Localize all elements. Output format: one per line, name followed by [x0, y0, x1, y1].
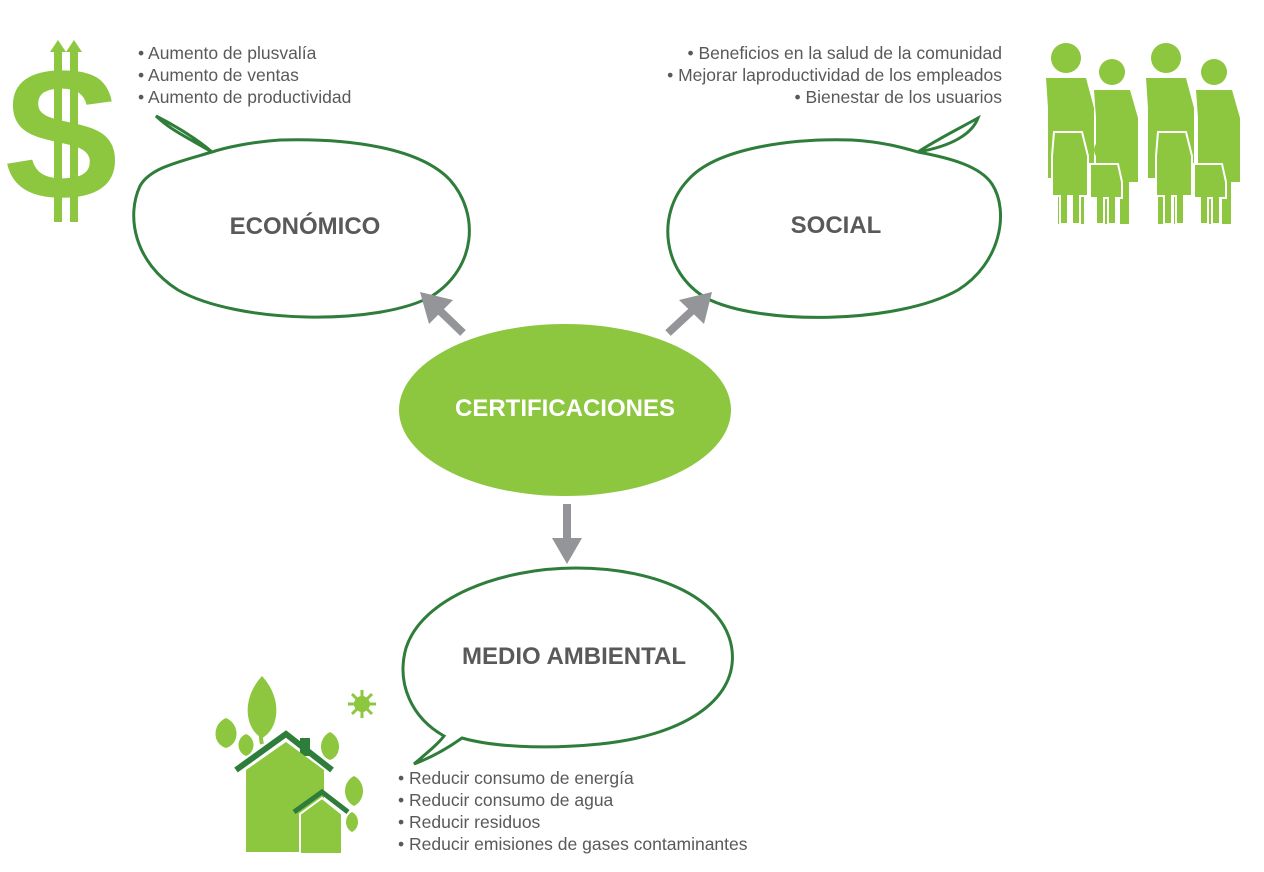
people-icon: [1046, 43, 1240, 225]
list-item: • Bienestar de los usuarios: [795, 87, 1003, 107]
certificaciones-node: [399, 324, 731, 496]
dollar-icon: S: [2, 34, 122, 235]
list-item: • Mejorar laproductividad de los emplead…: [667, 65, 1002, 85]
ambiental-benefits-list: • Reducir consumo de energía • Reducir c…: [398, 768, 748, 854]
svg-text:S: S: [2, 34, 122, 235]
social-label: SOCIAL: [791, 212, 882, 239]
list-item: • Aumento de plusvalía: [138, 43, 317, 63]
economico-label: ECONÓMICO: [230, 212, 381, 240]
social-benefits-list: • Beneficios en la salud de la comunidad…: [667, 43, 1002, 107]
arrow-to-ambiental: [552, 504, 582, 564]
list-item: • Reducir consumo de energía: [398, 768, 634, 788]
list-item: • Reducir emisiones de gases contaminant…: [398, 834, 748, 854]
list-item: • Beneficios en la salud de la comunidad: [687, 43, 1002, 63]
social-bubble: [666, 114, 1003, 319]
economico-bubble: [132, 114, 471, 319]
list-item: • Reducir consumo de agua: [398, 790, 614, 810]
ambiental-label: MEDIO AMBIENTAL: [462, 643, 686, 670]
ambiental-bubble: [401, 566, 734, 766]
arrow-to-social: [665, 292, 712, 336]
list-item: • Aumento de ventas: [138, 65, 299, 85]
list-item: • Reducir residuos: [398, 812, 541, 832]
eco-house-icon: [215, 676, 376, 855]
arrow-to-economico: [420, 292, 466, 336]
certificaciones-label: CERTIFICACIONES: [455, 395, 675, 422]
economico-benefits-list: • Aumento de plusvalía • Aumento de vent…: [138, 43, 351, 107]
list-item: • Aumento de productividad: [138, 87, 351, 107]
